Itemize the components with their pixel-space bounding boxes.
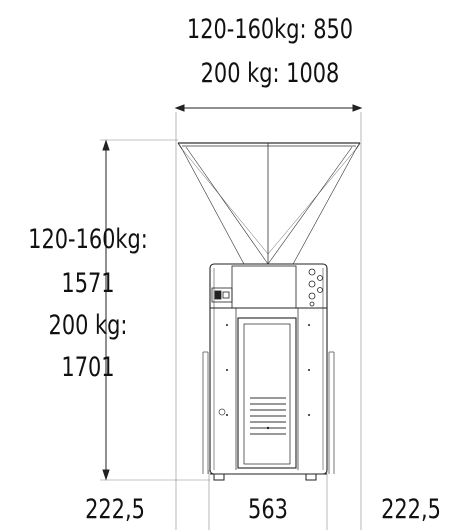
side-rails xyxy=(202,351,335,474)
extension-lines xyxy=(100,112,362,530)
bottom-right-offset-label: 222,5 xyxy=(381,494,441,525)
bottom-left-offset-label: 222,5 xyxy=(85,494,145,525)
height-dimension xyxy=(102,139,110,481)
fixings xyxy=(226,324,310,430)
width-label-line-2: 200 kg: 1008 xyxy=(200,58,340,89)
bottom-center-width-label: 563 xyxy=(248,494,288,525)
vent-grille xyxy=(250,397,286,435)
door-latch xyxy=(218,408,226,416)
hopper-frame xyxy=(177,142,361,267)
top-width-dimension xyxy=(174,104,363,112)
width-label-line-1: 120-160kg: 850 xyxy=(186,14,354,45)
feet xyxy=(210,473,327,481)
height-label-line-4: 1701 xyxy=(61,352,115,383)
machine-body xyxy=(209,263,328,475)
control-panel xyxy=(211,268,323,307)
height-label-line-1: 120-160kg: xyxy=(28,224,148,255)
height-label-line-3: 200 kg: xyxy=(48,310,128,341)
height-label-line-2: 1571 xyxy=(61,268,115,299)
